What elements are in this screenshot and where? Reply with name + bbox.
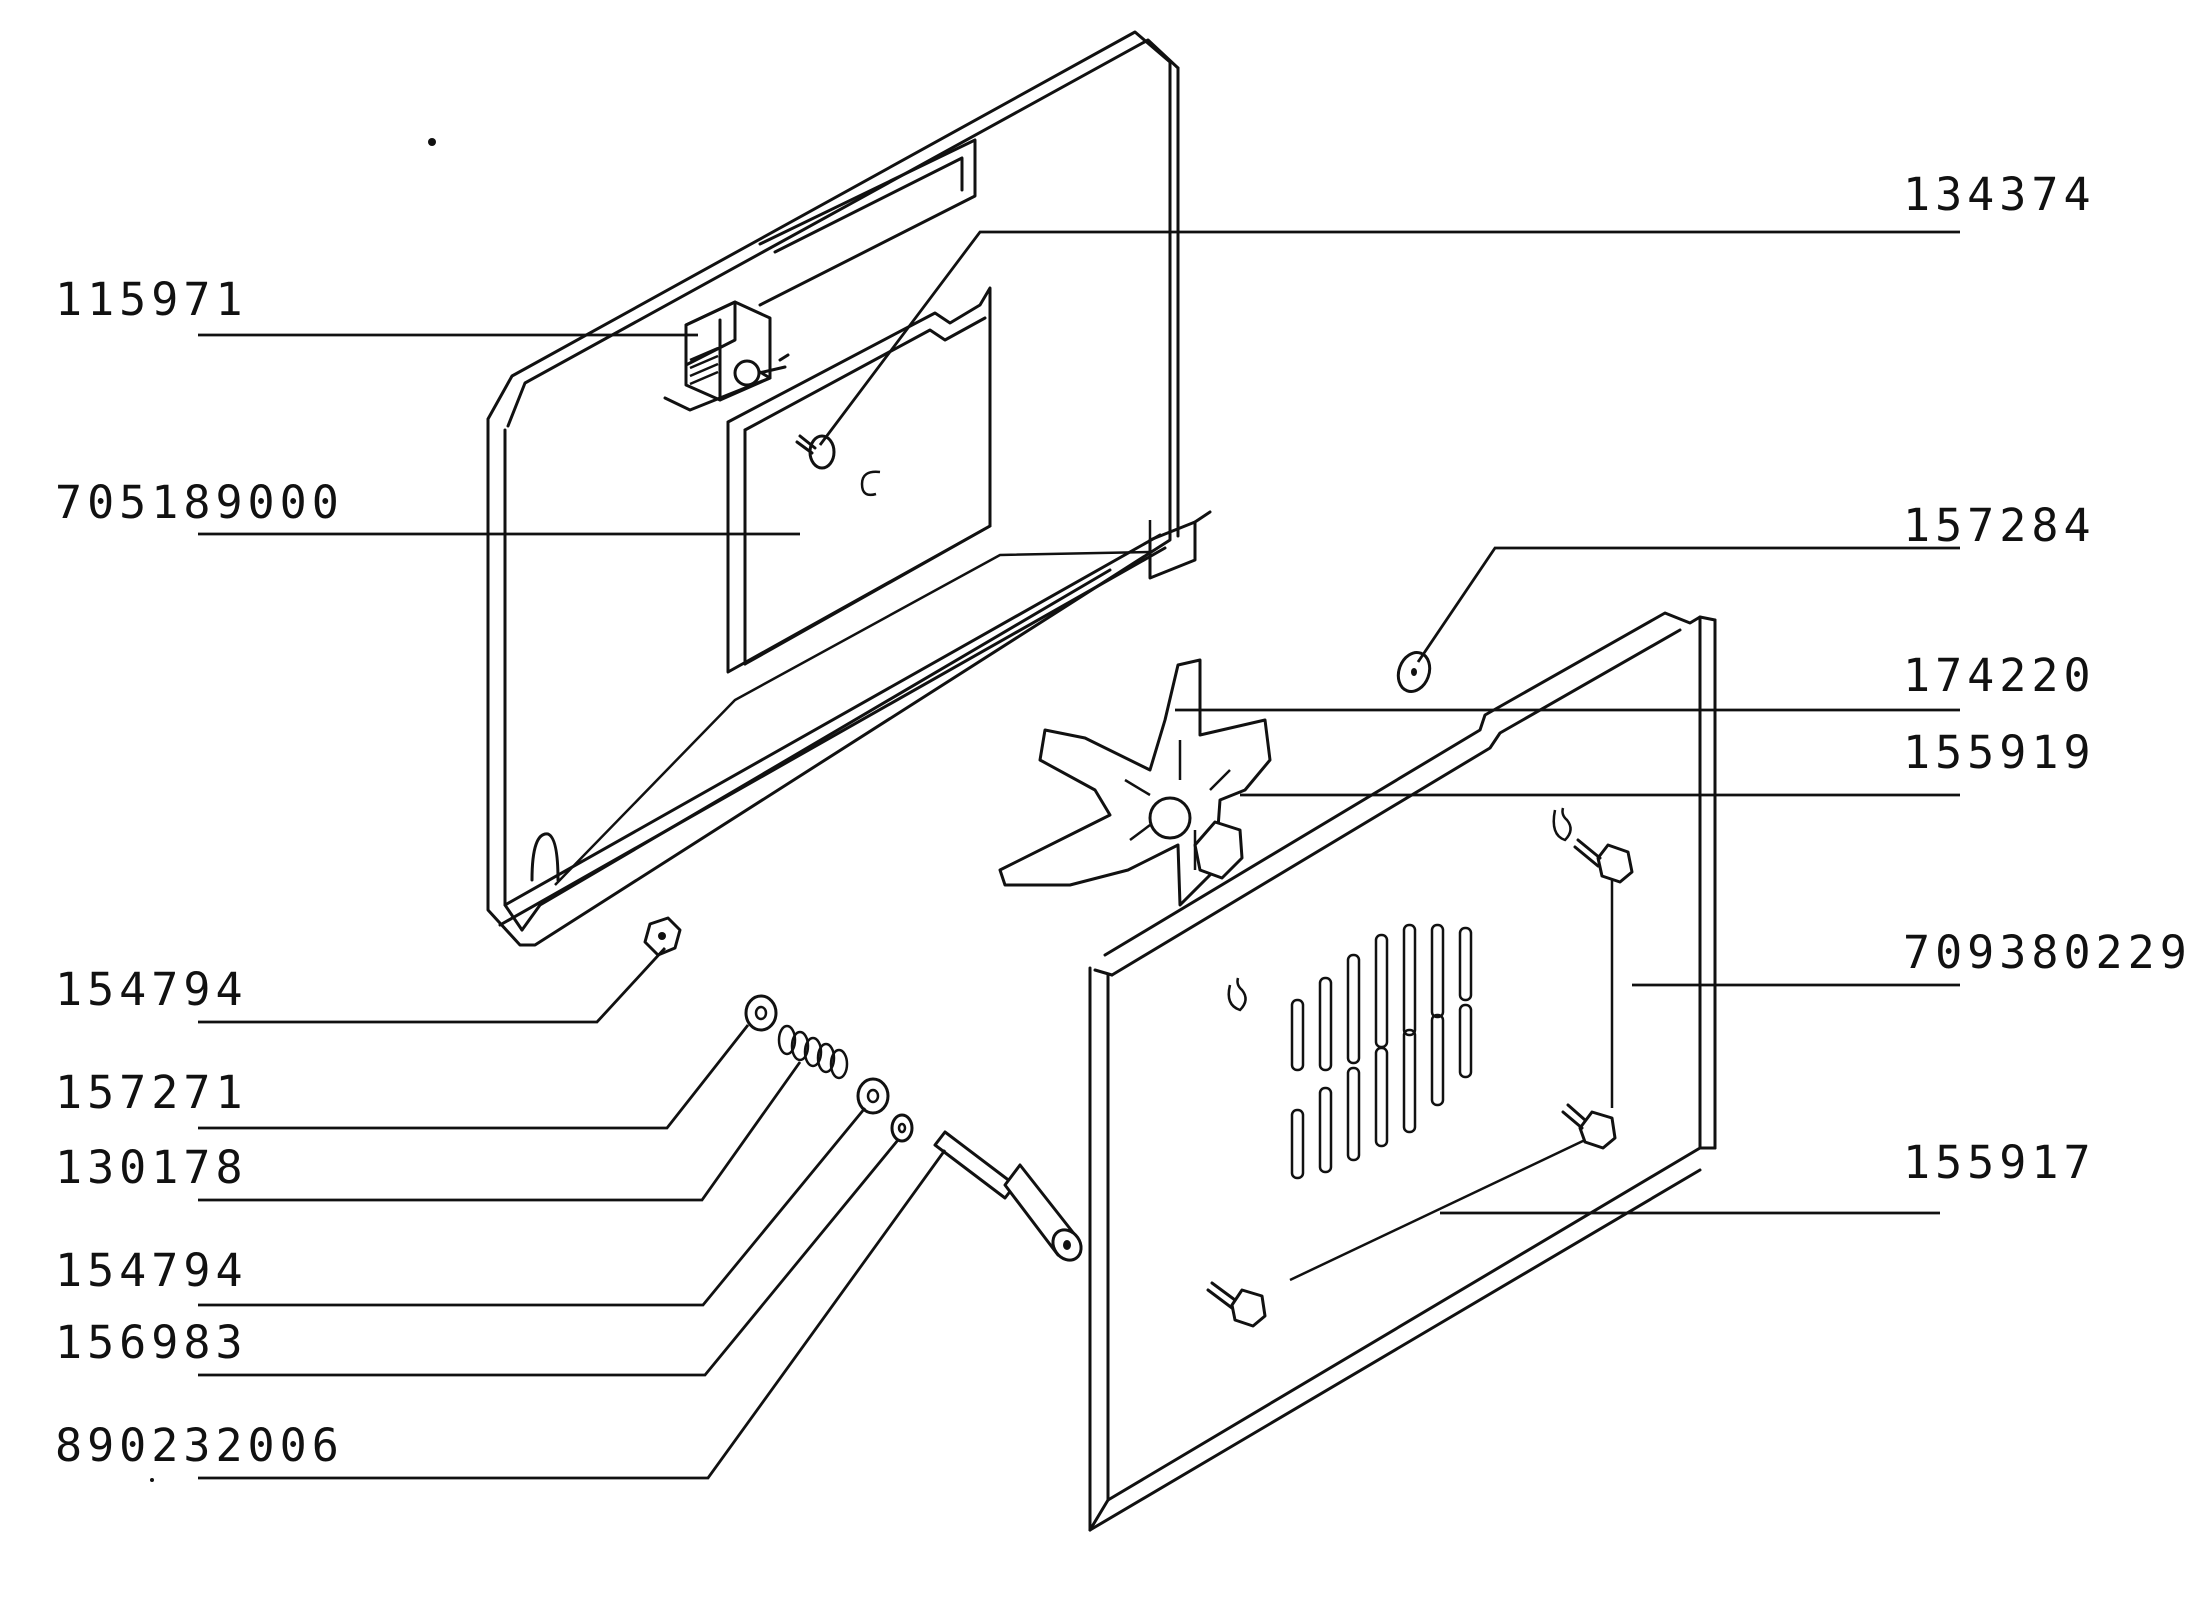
part-label-155919[interactable]: 155919 [1903,726,2096,779]
part-label-157271[interactable]: 157271 [55,1066,248,1119]
screw-134374 [795,434,836,470]
cover-plate [726,286,992,674]
motor-block [663,300,790,412]
part-label-157284[interactable]: 157284 [1903,499,2096,552]
shaft-assembly [744,994,1083,1262]
part-label-115971[interactable]: 115971 [55,273,248,326]
part-label-156983[interactable]: 156983 [55,1316,248,1369]
fan-blade [998,658,1272,907]
part-label-134374[interactable]: 134374 [1903,168,2096,221]
part-label-130178[interactable]: 130178 [55,1141,248,1194]
front-panel [1088,611,1717,1532]
part-label-890232006[interactable]: 890232006 [55,1419,344,1472]
part-label-705189000[interactable]: 705189000 [55,476,344,529]
part-label-155917[interactable]: 155917 [1903,1136,2096,1189]
part-label-174220[interactable]: 174220 [1903,649,2096,702]
part-label-709380229[interactable]: 709380229 [1903,926,2192,979]
rear-panel [486,30,1212,947]
part-label-154794-top[interactable]: 154794 [55,963,248,1016]
part-label-154794-bottom[interactable]: 154794 [55,1244,248,1297]
leader-lines [198,230,1960,1480]
screws-155917 [1206,838,1634,1328]
